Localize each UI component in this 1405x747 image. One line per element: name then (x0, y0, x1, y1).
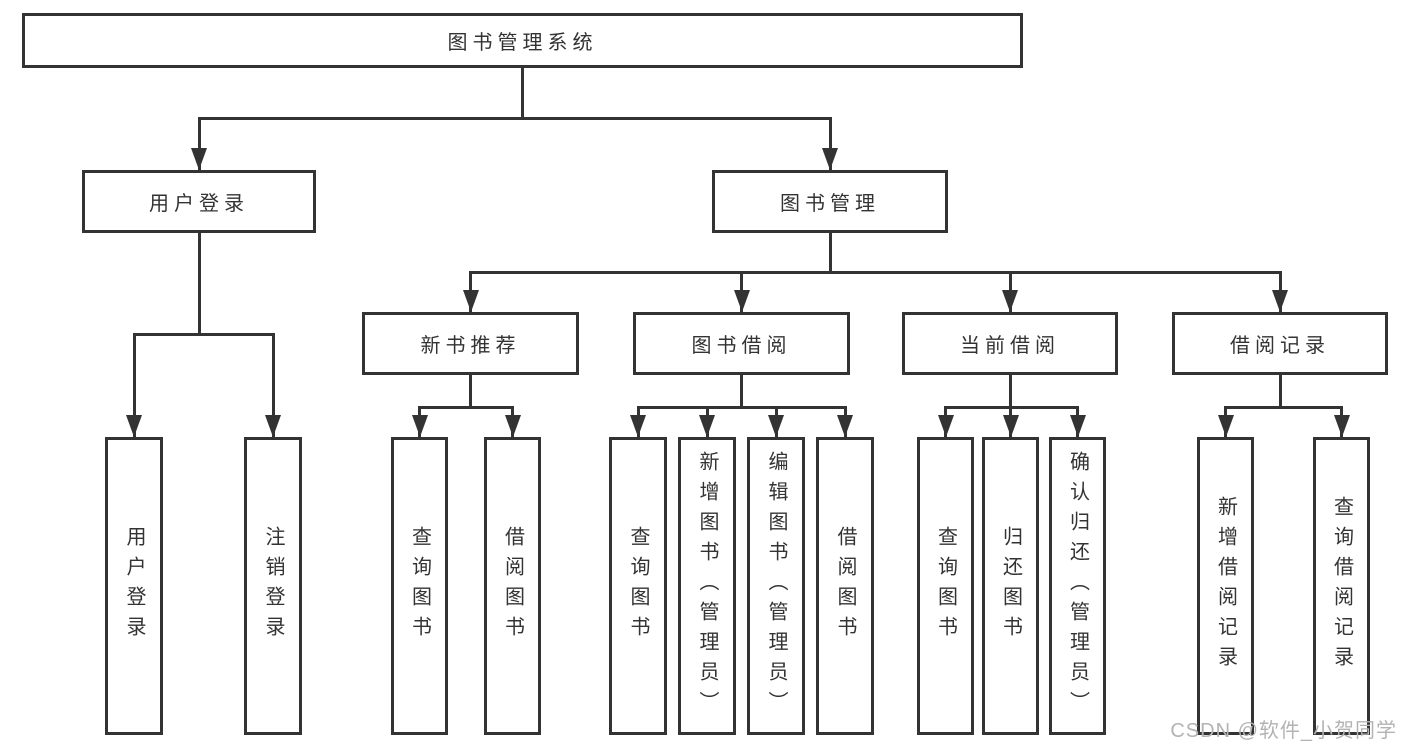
connector-line-vertical (197, 233, 201, 336)
connector-line-vertical (521, 68, 524, 120)
arrowhead-down-icon (1002, 415, 1019, 437)
node-confirm-return-admin: 确认归还（管理员） (1049, 437, 1106, 735)
arrowhead-down-icon (1069, 415, 1086, 437)
node-edit-book-admin: 编辑图书（管理员） (747, 437, 805, 735)
connector-line-horizontal (418, 406, 514, 409)
arrowhead-down-icon (504, 415, 521, 437)
node-current-borrowing: 当前借阅 (902, 312, 1118, 375)
connector-line-vertical (828, 117, 832, 170)
connector-line-vertical (271, 333, 275, 437)
node-borrow-books-1: 借阅图书 (484, 437, 541, 735)
arrowhead-down-icon (265, 415, 281, 437)
arrowhead-down-icon (822, 148, 838, 170)
node-add-book-admin: 新增图书（管理员） (678, 437, 736, 735)
arrowhead-down-icon (837, 415, 853, 437)
arrowhead-down-icon (191, 148, 207, 170)
arrowhead-down-icon (733, 290, 750, 312)
node-label: 新书推荐 (420, 335, 521, 357)
node-new-book-recommend: 新书推荐 (362, 312, 579, 375)
node-label: 当前借阅 (960, 335, 1060, 357)
node-label: 图书借阅 (691, 335, 792, 357)
node-label: 用户登录 (149, 193, 249, 215)
node-user-login: 用户登录 (82, 170, 316, 233)
csdn-watermark: CSDN @软件_小贺同学 (1170, 720, 1397, 742)
arrowhead-down-icon (1217, 415, 1234, 437)
node-label: 图书管理 (780, 193, 880, 215)
node-label: 编辑图书（管理员） (765, 451, 787, 721)
node-label: 确认归还（管理员） (1066, 451, 1089, 721)
arrowhead-down-icon (768, 415, 784, 437)
node-borrow-books-2: 借阅图书 (816, 437, 874, 735)
node-label: 新增借阅记录 (1214, 496, 1237, 676)
arrowhead-down-icon (411, 415, 428, 437)
node-query-borrowing-record: 查询借阅记录 (1313, 437, 1370, 735)
arrowhead-down-icon (630, 415, 646, 437)
connector-line-vertical (469, 375, 472, 409)
arrowhead-down-icon (937, 415, 954, 437)
node-label: 查询图书 (627, 526, 649, 646)
connector-line-horizontal (636, 406, 847, 409)
node-query-books-1: 查询图书 (391, 437, 448, 735)
connector-line-vertical (197, 117, 201, 170)
node-return-book: 归还图书 (982, 437, 1039, 735)
connector-line-vertical (1278, 375, 1282, 409)
node-label: 查询图书 (934, 526, 957, 646)
connector-line-vertical (740, 375, 743, 409)
node-label: 注销登录 (262, 526, 284, 646)
connector-line-horizontal (469, 271, 1282, 274)
node-query-books-2: 查询图书 (609, 437, 667, 735)
node-label: 用户登录 (123, 526, 145, 646)
connector-line-horizontal (197, 117, 832, 120)
node-label: 借阅图书 (501, 526, 524, 646)
node-label: 新增图书（管理员） (696, 451, 718, 721)
connector-line-vertical (828, 233, 832, 274)
node-book-borrowing: 图书借阅 (633, 312, 850, 375)
connector-line-vertical (1008, 375, 1012, 409)
connector-line-horizontal (1224, 406, 1343, 409)
connector-line-horizontal (132, 333, 275, 336)
arrowhead-down-icon (1002, 290, 1018, 312)
node-user-login-leaf: 用户登录 (105, 437, 163, 735)
node-book-management: 图书管理 (712, 170, 948, 233)
arrowhead-down-icon (462, 290, 479, 312)
node-label: 借阅记录 (1230, 335, 1330, 357)
node-label: 归还图书 (999, 526, 1022, 646)
arrowhead-down-icon (1272, 290, 1288, 312)
node-label: 查询图书 (408, 526, 431, 646)
connector-line-vertical (132, 333, 136, 437)
node-add-borrowing-record: 新增借阅记录 (1197, 437, 1254, 735)
arrowhead-down-icon (699, 415, 715, 437)
node-label: 借阅图书 (834, 526, 856, 646)
node-label: 图书管理系统 (447, 32, 598, 54)
node-query-books-3: 查询图书 (917, 437, 974, 735)
node-label: 查询借阅记录 (1330, 496, 1353, 676)
node-logout-leaf: 注销登录 (244, 437, 302, 735)
node-borrowing-records: 借阅记录 (1172, 312, 1388, 375)
arrowhead-down-icon (1333, 415, 1350, 437)
node-library-management-system: 图书管理系统 (22, 13, 1023, 68)
arrowhead-down-icon (126, 415, 142, 437)
